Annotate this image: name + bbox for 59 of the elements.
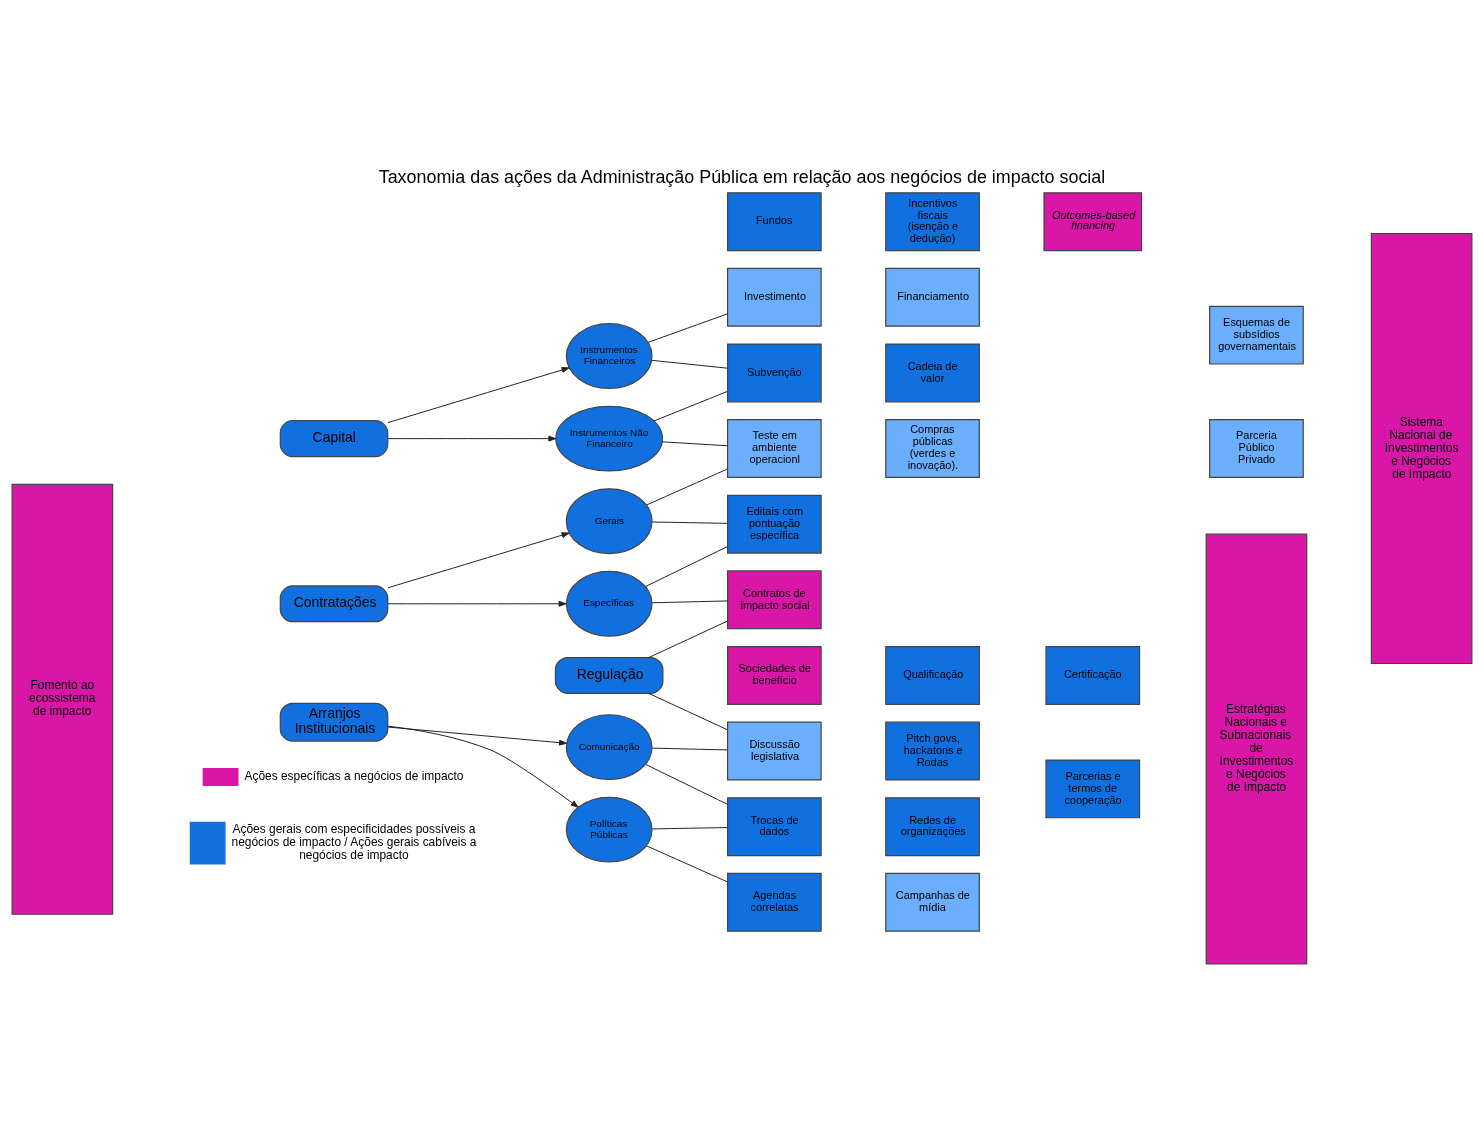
arrow [387, 366, 570, 423]
node-box: Incentivos fiscais (isenção e dedução) [885, 191, 980, 251]
connector [651, 747, 728, 750]
node-box: Estratégias Nacionais e Subnacionais de Investimentos e Negócios de Impacto [1205, 533, 1308, 965]
node-box: Redes de organizações [885, 796, 980, 856]
connector [648, 620, 728, 658]
node-box: Investimento [726, 267, 822, 327]
connector [653, 390, 728, 421]
arrow [387, 600, 567, 607]
node-box: Contratos de impacto social [726, 569, 822, 629]
arrow [387, 531, 570, 588]
node-box: Trocas de dados [726, 796, 822, 856]
node-ellipse: Instrumentos Financeiros [565, 322, 653, 389]
diagram-title: Taxonomia das ações da Administração Pública em relação aos negócios de impacto social [378, 166, 1106, 187]
legend-label: Ações específicas a negócios de impacto [244, 768, 464, 783]
node-box: Sistema Nacional de Investimentos e Negócios de Impacto [1370, 232, 1473, 664]
node-box: Parcerias e termos de cooperação [1045, 758, 1141, 818]
connector [648, 692, 728, 730]
connector [651, 521, 728, 524]
node-box: Certificação [1045, 645, 1141, 705]
node-box: Fundos [726, 191, 822, 251]
node-box: Subvenção [726, 343, 822, 402]
node-box: Arranjos Institucionais [279, 702, 389, 742]
node-box: Editais com pontuação específica [726, 494, 822, 554]
connector [651, 826, 728, 829]
node-box: Esquemas de subsídios governamentais [1209, 305, 1304, 365]
connector [645, 468, 728, 506]
node-box: Compras públicas (verdes e inovação). [885, 418, 980, 478]
node-ellipse: Específicas [565, 570, 653, 637]
connector [645, 844, 728, 882]
node-box: Teste em ambiente operacionl [726, 418, 822, 478]
node-box: Discussão legislativa [726, 721, 822, 781]
connector [651, 599, 728, 603]
connector [645, 545, 728, 587]
legend-label: Ações gerais com especificidades possíveis a negócios de impacto / Ações gerais cabíveis a negócios de impacto [231, 821, 477, 862]
node-box: Qualificação [885, 645, 980, 705]
node-ellipse: Instrumentos Não Financeiro [555, 405, 664, 472]
node-ellipse: Gerais [565, 487, 653, 554]
connector [651, 359, 728, 369]
node-box: Parceria Público Privado [1209, 418, 1304, 478]
node-ellipse: Políticas Públicas [565, 796, 653, 863]
node-box: Contratações [279, 584, 389, 622]
node-box: Capital [279, 419, 389, 457]
node-box: Outcomes-based financing [1043, 191, 1143, 251]
node-box: Pitch govs, hackatons e Rodas [885, 721, 980, 781]
node-box: Fomento ao ecossistema de impacto [11, 483, 114, 915]
arrow [387, 726, 567, 746]
node-box: Sociedades de benefício [726, 645, 822, 705]
arrow [387, 725, 579, 808]
node-box: Campanhas de mídia [885, 872, 980, 932]
connector [647, 312, 729, 343]
connector [645, 763, 728, 805]
node-box: Regulação [554, 656, 664, 694]
connector [661, 440, 729, 446]
arrow [387, 435, 557, 442]
node-box: Financiamento [885, 267, 980, 327]
node-box: Cadeia de valor [885, 343, 980, 402]
node-box: Agendas correlatas [726, 872, 822, 932]
node-ellipse: Comunicação [565, 713, 653, 780]
